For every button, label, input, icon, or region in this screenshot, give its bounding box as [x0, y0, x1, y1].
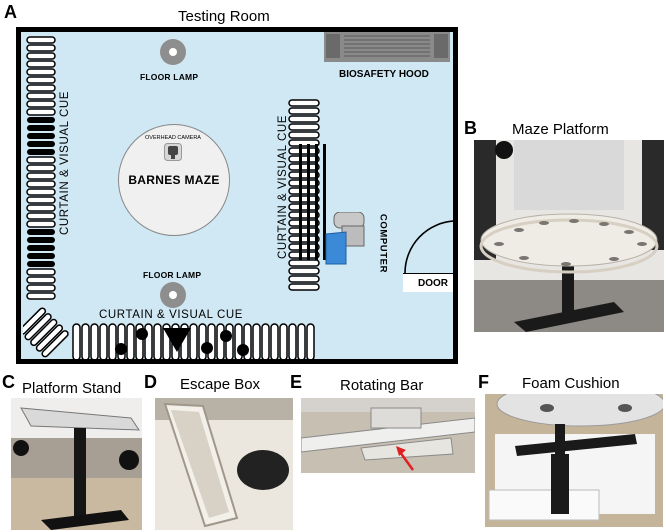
door-swing-icon: [404, 220, 453, 274]
panel-d-letter: D: [144, 372, 157, 392]
maze-platform-photo: [474, 140, 664, 332]
left-curtain-fence: [26, 36, 56, 300]
biosafety-hood-label: BIOSAFETY HOOD: [339, 69, 429, 80]
panel-b-title: Maze Platform: [512, 121, 609, 138]
floor-lamp-bottom-label: FLOOR LAMP: [143, 270, 202, 280]
middle-curtain-label: CURTAIN & VISUAL CUE: [277, 114, 289, 259]
panel-e-title: Rotating Bar: [340, 377, 424, 394]
panel-c-letter: C: [2, 372, 15, 392]
bottom-curtain-fence: [72, 323, 315, 359]
corner-curtain-fence: [23, 307, 69, 358]
left-curtain-label: CURTAIN & VISUAL CUE: [59, 90, 71, 235]
computer-icon: [325, 212, 365, 265]
panel-f-letter: F: [478, 372, 489, 392]
rotating-bar-photo: [301, 398, 475, 473]
computer-label: COMPUTER: [377, 213, 389, 274]
floor-lamp-top-icon: [160, 39, 186, 65]
floor-lamp-top-label: FLOOR LAMP: [140, 72, 199, 82]
escape-box-photo: [155, 398, 293, 530]
barnes-maze-label: BARNES MAZE: [128, 173, 220, 187]
overhead-camera-label: OVERHEAD CAMERA: [145, 135, 201, 141]
panel-d-title: Escape Box: [180, 376, 261, 393]
red-arrow-head-icon: [396, 446, 406, 456]
middle-curtain-fence: [288, 99, 326, 291]
foam-cushion-photo: [485, 394, 663, 527]
door-label: DOOR: [418, 278, 448, 289]
red-arrow-shaft: [398, 451, 415, 471]
panel-e-letter: E: [290, 372, 303, 392]
door-panel: [403, 273, 453, 292]
panel-f-title: Foam Cushion: [522, 375, 620, 392]
bottom-curtain-label: CURTAIN & VISUAL CUE: [99, 309, 244, 321]
overhead-camera-icon: [164, 143, 182, 161]
testing-room-floorplan: CURTAIN & VISUAL CUE: [16, 27, 458, 364]
panel-c-title: Platform Stand: [22, 380, 122, 397]
panel-a-letter: A: [4, 2, 17, 22]
panel-b-letter: B: [464, 118, 477, 138]
platform-stand-photo: [11, 398, 142, 530]
biosafety-hood-icon: [324, 32, 450, 62]
panel-a-title: Testing Room: [178, 8, 270, 25]
barnes-maze-table: [118, 124, 230, 236]
floor-lamp-bottom-icon: [160, 282, 186, 308]
